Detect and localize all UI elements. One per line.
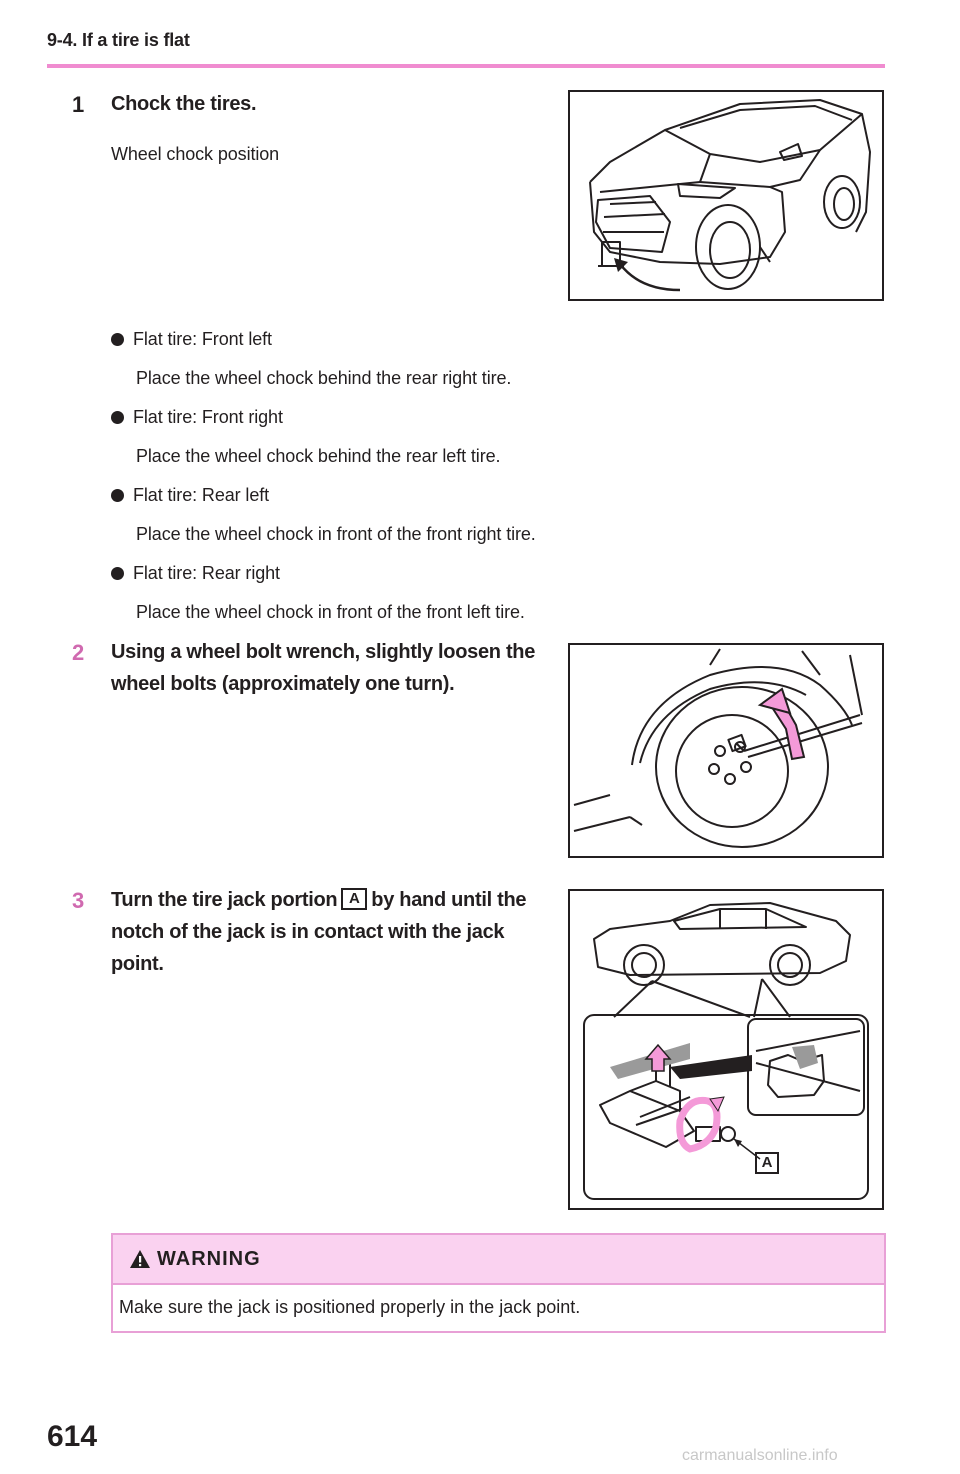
bullet-front-right: Flat tire: Front right (111, 404, 283, 430)
bullet-front-left: Flat tire: Front left (111, 326, 272, 352)
bullet-detail: Place the wheel chock in front of the fr… (136, 602, 525, 622)
page-number: 614 (47, 1420, 98, 1453)
bullet-dot-icon (111, 488, 124, 502)
bullet-detail: Place the wheel chock behind the rear ri… (136, 368, 512, 388)
figure-wheel-chock-position (568, 90, 884, 301)
warning-header: WARNING (113, 1235, 884, 1285)
warning-box: WARNING Make sure the jack is positioned… (111, 1233, 886, 1333)
bullet-label: Flat tire: Rear right (133, 563, 280, 583)
step-2-number: 2 (72, 640, 85, 665)
jack-illustration (583, 902, 869, 1200)
step-3-text-after: by hand until the (371, 889, 527, 911)
step-1-title: Chock the tires. (111, 93, 257, 115)
step-3-line-3: point. (111, 953, 164, 975)
step-3-text-before: Turn the tire jack portion (111, 889, 338, 911)
figure-callout-a: A (755, 1152, 779, 1174)
watermark: carmanualsonline.info (682, 1447, 838, 1464)
step-2-line-1: Using a wheel bolt wrench, slightly loos… (111, 641, 536, 663)
bullet-rear-right: Flat tire: Rear right (111, 560, 280, 586)
figure-jack-point: A (568, 889, 884, 1210)
bullet-label: Flat tire: Front left (133, 329, 272, 349)
step-3-number: 3 (72, 888, 85, 913)
warning-text: Make sure the jack is positioned properl… (119, 1297, 581, 1317)
bullet-dot-icon (111, 332, 124, 346)
warning-title: WARNING (157, 1247, 261, 1270)
bullet-dot-icon (111, 566, 124, 580)
bullet-dot-icon (111, 410, 124, 424)
callout-a: A (341, 888, 368, 910)
figure-loosen-wheel-bolts (568, 643, 884, 858)
bullet-detail: Place the wheel chock behind the rear le… (136, 446, 501, 466)
step-1-subtitle: Wheel chock position (111, 144, 280, 164)
bullet-label: Flat tire: Front right (133, 407, 283, 427)
wheel-wrench-illustration (573, 648, 863, 848)
bullet-rear-left: Flat tire: Rear left (111, 482, 269, 508)
step-3-line-2: notch of the jack is in contact with the… (111, 921, 505, 943)
bullet-label: Flat tire: Rear left (133, 485, 270, 505)
step-2-line-2: wheel bolts (approximately one turn). (111, 673, 455, 695)
car-front-illustration (589, 99, 871, 292)
section-header: 9-4. If a tire is flat (47, 30, 190, 50)
step-1-number: 1 (72, 92, 85, 117)
warning-triangle-icon (130, 1250, 150, 1268)
bullet-detail: Place the wheel chock in front of the fr… (136, 524, 536, 544)
header-divider (47, 64, 885, 68)
